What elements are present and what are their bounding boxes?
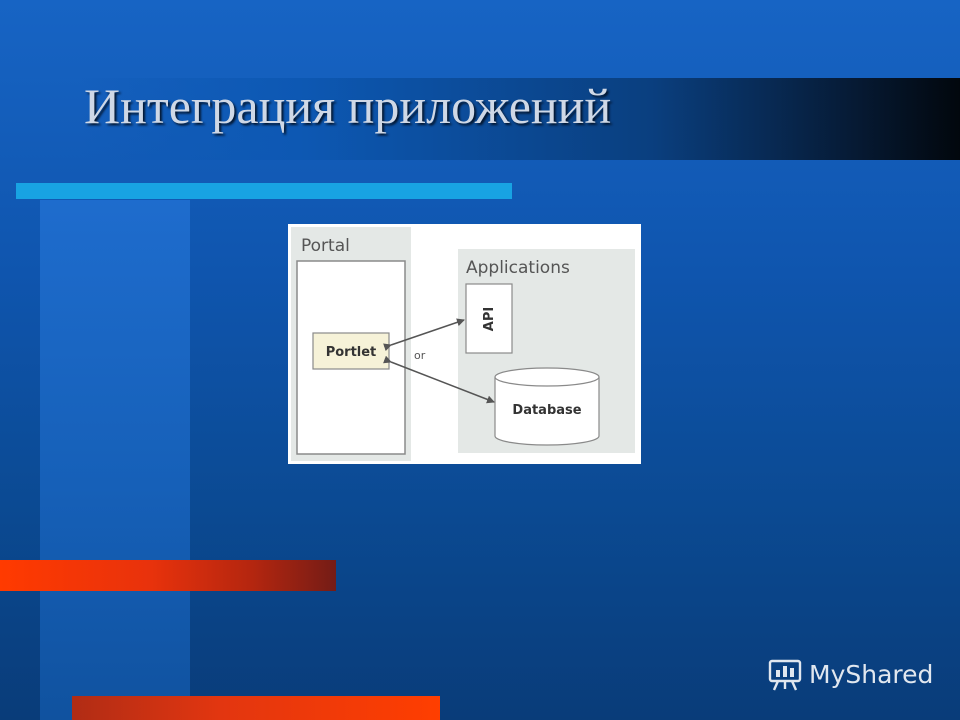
accent-bar-cyan xyxy=(16,183,512,199)
api-box xyxy=(465,283,513,354)
arrow-portlet-database xyxy=(383,355,495,404)
presentation-icon xyxy=(768,659,802,691)
watermark-text: MyShared xyxy=(809,660,934,689)
database-cylinder xyxy=(494,367,600,446)
accent-bar-red-lower xyxy=(72,696,440,720)
integration-diagram: Portal Portlet Applications API Database… xyxy=(288,224,641,464)
accent-bar-red-upper xyxy=(0,560,336,591)
connector-or-label: or xyxy=(414,349,426,362)
diagram-canvas: Portal Portlet Applications API Database… xyxy=(291,227,635,461)
slide-title: Интеграция приложений xyxy=(84,78,612,134)
applications-label: Applications xyxy=(466,258,570,278)
arrow-portlet-api xyxy=(383,318,465,352)
portal-label: Portal xyxy=(301,236,350,256)
database-label: Database xyxy=(512,403,581,418)
background-column xyxy=(40,200,190,720)
title-band xyxy=(80,78,960,160)
watermark: MyShared xyxy=(767,655,933,695)
portlet-label: Portlet xyxy=(326,345,377,360)
api-label: API xyxy=(482,307,497,331)
